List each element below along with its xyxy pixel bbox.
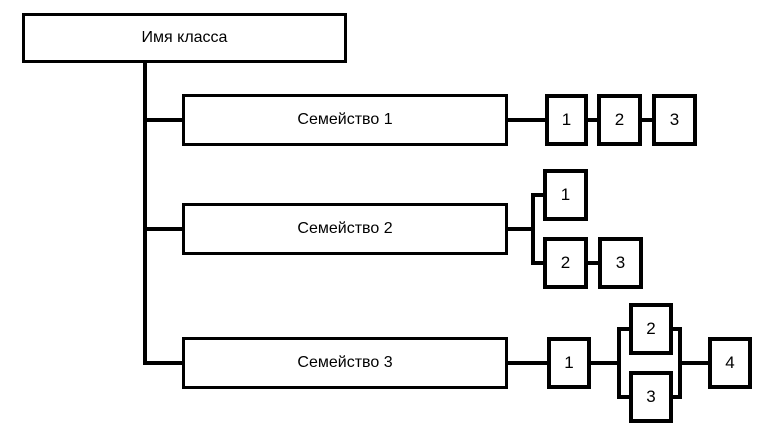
family-1-node-1: 1 xyxy=(545,94,588,146)
trunk-line xyxy=(143,63,147,365)
bracket-stub-node2-left xyxy=(617,327,631,331)
family-1-node-3: 3 xyxy=(652,94,697,146)
family-3-node-3: 3 xyxy=(629,371,673,423)
family-2-box: Семейство 2 xyxy=(182,203,508,255)
family-3-box: Семейство 3 xyxy=(182,337,508,389)
connector-f2-node2-node3 xyxy=(586,261,600,265)
connector-family3-node1 xyxy=(506,361,549,365)
family-1-node-2: 2 xyxy=(597,94,642,146)
fork-vertical-family2 xyxy=(531,193,535,265)
family-2-node-2: 2 xyxy=(543,237,588,289)
family-3-node-2: 2 xyxy=(629,303,673,355)
class-name-box: Имя класса xyxy=(22,13,347,63)
fork-stub-f2-node1 xyxy=(531,193,545,197)
bracket-stub-node3-right xyxy=(671,395,682,399)
branch-line-family-1 xyxy=(143,118,182,122)
connector-bracket-node4 xyxy=(680,361,710,365)
bracket-stub-node3-left xyxy=(617,395,631,399)
connector-family2-fork xyxy=(506,227,535,231)
connector-family1-node1 xyxy=(506,118,547,122)
family-3-node-4: 4 xyxy=(708,337,752,389)
family-1-box: Семейство 1 xyxy=(182,94,508,146)
family-2-node-3: 3 xyxy=(598,237,643,289)
fork-stub-f2-node2 xyxy=(531,261,545,265)
connector-f1-node1-node2 xyxy=(586,118,599,122)
bracket-left-vertical xyxy=(617,327,621,399)
connector-f3-node1-bracket xyxy=(589,361,621,365)
family-2-node-1: 1 xyxy=(543,169,588,221)
bracket-stub-node2-right xyxy=(671,327,682,331)
branch-line-family-3 xyxy=(143,361,182,365)
connector-f1-node2-node3 xyxy=(640,118,654,122)
family-3-node-1: 1 xyxy=(547,337,591,389)
branch-line-family-2 xyxy=(143,227,182,231)
